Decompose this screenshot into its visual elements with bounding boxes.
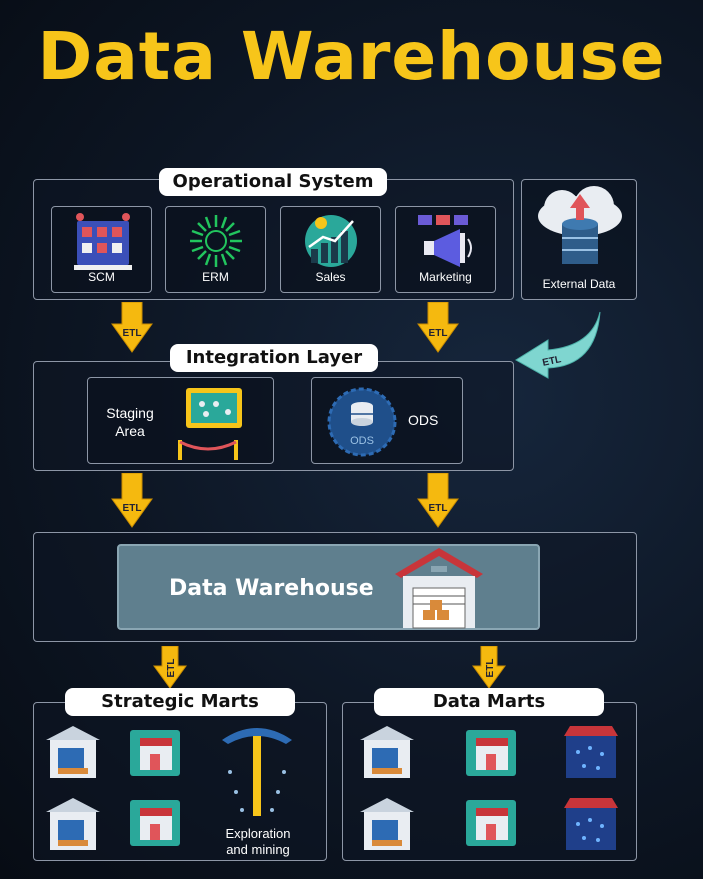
staging-label-line1: Staging <box>106 405 154 421</box>
sales-chart-icon <box>305 215 357 267</box>
mining-pickaxe-icon <box>222 728 292 816</box>
store-warehouse-icon <box>46 726 100 778</box>
sales-card[interactable]: Sales <box>280 206 381 293</box>
store-warehouse-icon <box>360 798 414 850</box>
megaphone-icon <box>418 215 472 267</box>
warehouse-building-icon <box>395 548 483 629</box>
staging-stage-icon <box>178 388 242 460</box>
etl-label: ETL <box>166 659 177 678</box>
erm-icon <box>190 215 242 267</box>
etl-arrow-staging: ETL <box>111 473 153 528</box>
etl-arrow-external: ETL <box>515 311 601 379</box>
scm-card[interactable]: SCM <box>51 206 152 293</box>
erm-card[interactable]: ERM <box>165 206 266 293</box>
scm-label: SCM <box>88 270 115 284</box>
ods-label: ODS <box>408 412 439 428</box>
staging-area-card[interactable]: Staging Area <box>87 377 274 464</box>
etl-label: ETL <box>123 503 142 514</box>
shop-folder-icon <box>466 800 516 846</box>
etl-label: ETL <box>542 354 563 369</box>
cloud-database-icon <box>538 186 622 264</box>
marketing-label: Marketing <box>419 270 472 284</box>
shop-folder-icon <box>130 730 180 776</box>
scm-icon <box>74 213 132 270</box>
erm-label: ERM <box>202 270 229 284</box>
integration-layer-label: Integration Layer <box>170 344 378 372</box>
staging-label-line2: Area <box>115 423 145 439</box>
exploration-line2: and mining <box>226 842 290 857</box>
shop-folder-icon <box>130 800 180 846</box>
data-warehouse-bar[interactable]: Data Warehouse <box>117 544 540 630</box>
shop-folder-icon <box>466 730 516 776</box>
ods-card[interactable]: ODS ODS <box>311 377 463 464</box>
exploration-line1: Exploration <box>225 826 291 841</box>
data-warehouse-label: Data Warehouse <box>169 576 374 601</box>
ods-icon-text: ODS <box>350 435 374 447</box>
ods-database-icon: ODS <box>327 387 397 457</box>
external-data-card[interactable]: External Data <box>521 179 637 300</box>
etl-label: ETL <box>485 659 496 678</box>
external-data-label: External Data <box>542 277 616 291</box>
etl-label: ETL <box>123 328 142 339</box>
operational-system-label: Operational System <box>159 168 387 196</box>
data-marts-label: Data Marts <box>374 688 604 716</box>
data-store-icon <box>564 726 618 778</box>
strategic-marts-label: Strategic Marts <box>65 688 295 716</box>
sales-label: Sales <box>315 270 346 284</box>
exploration-mining-label: Exploration and mining <box>206 826 310 858</box>
marketing-card[interactable]: Marketing <box>395 206 496 293</box>
data-store-icon <box>564 798 618 850</box>
etl-arrow-scm: ETL <box>111 302 153 353</box>
page-title: Data Warehouse <box>37 18 666 95</box>
etl-arrow-marketing: ETL <box>417 302 459 353</box>
etl-arrow-ods: ETL <box>417 473 459 528</box>
etl-arrow-strategic: ETL <box>153 646 187 689</box>
etl-label: ETL <box>429 328 448 339</box>
store-warehouse-icon <box>46 798 100 850</box>
etl-arrow-datamarts: ETL <box>472 646 506 689</box>
store-warehouse-icon <box>360 726 414 778</box>
etl-label: ETL <box>429 503 448 514</box>
